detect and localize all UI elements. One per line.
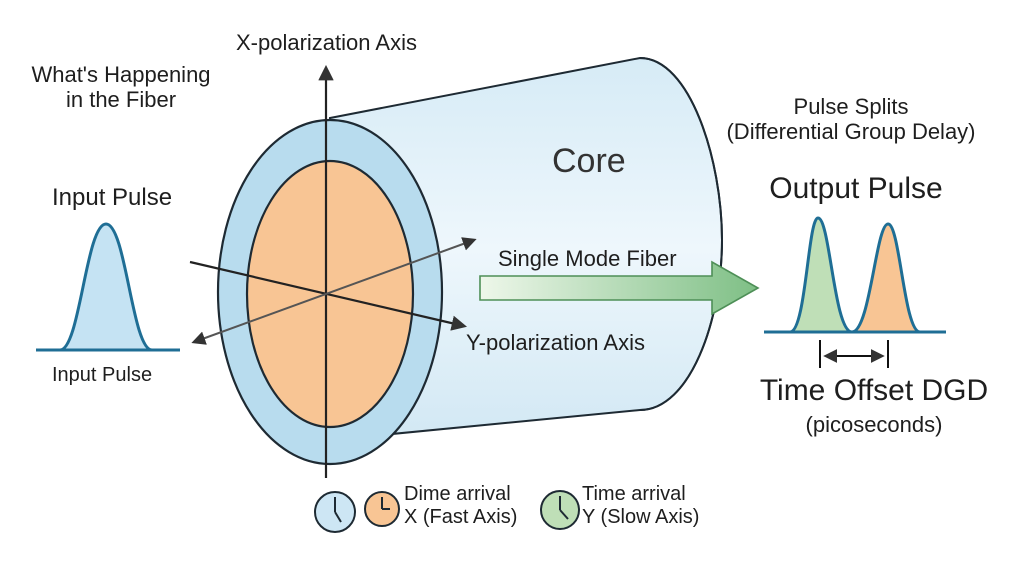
time-offset-dgd-label: Time Offset DGD — [759, 374, 989, 407]
input-pulse — [38, 222, 178, 352]
clock-legend-slow-line1: Time arrival — [582, 483, 686, 505]
y-polarization-axis-label: Y-polarization Axis — [466, 330, 645, 355]
output-pulse-slow — [851, 222, 921, 334]
clock-legend-fast-line2: X (Fast Axis) — [404, 506, 518, 528]
top-left-note-line2: in the Fiber — [65, 87, 177, 113]
top-left-note-line1: What's Happening — [31, 62, 211, 87]
pulse-splits-note: Pulse Splits (Differential Group Delay) — [706, 94, 996, 145]
clock-icon-slow-green — [540, 490, 580, 530]
input-pulse-title: Input Pulse — [52, 184, 173, 211]
clock-legend-fast-line1: Dime arrival — [404, 483, 511, 505]
top-left-note: What's Happening in the Fiber — [26, 62, 216, 113]
time-offset-unit-label: (picoseconds) — [805, 412, 943, 437]
clock-icon-fast-blue — [314, 491, 356, 533]
x-polarization-axis-label: X-polarization Axis — [236, 30, 417, 55]
clock-legend-slow: Time arrival Y (Slow Axis) — [582, 483, 699, 529]
clock-legend-fast: Dime arrival X (Fast Axis) — [404, 483, 517, 529]
output-pulse-title: Output Pulse — [769, 172, 943, 205]
single-mode-fiber-label: Single Mode Fiber — [498, 246, 677, 271]
input-pulse-caption: Input Pulse — [52, 364, 153, 386]
diagonal-axis-line — [191, 237, 477, 345]
clock-legend-slow-line2: Y (Slow Axis) — [582, 506, 700, 528]
clock-icon-fast-orange — [364, 491, 400, 527]
fiber-cylinder-edge — [639, 57, 724, 411]
pulse-splits-line1: Pulse Splits — [793, 94, 909, 119]
core-label: Core — [552, 142, 626, 180]
output-pulse-fast — [789, 216, 853, 334]
pulse-splits-line2: (Differential Group Delay) — [726, 119, 976, 145]
propagation-arrow — [479, 260, 760, 316]
